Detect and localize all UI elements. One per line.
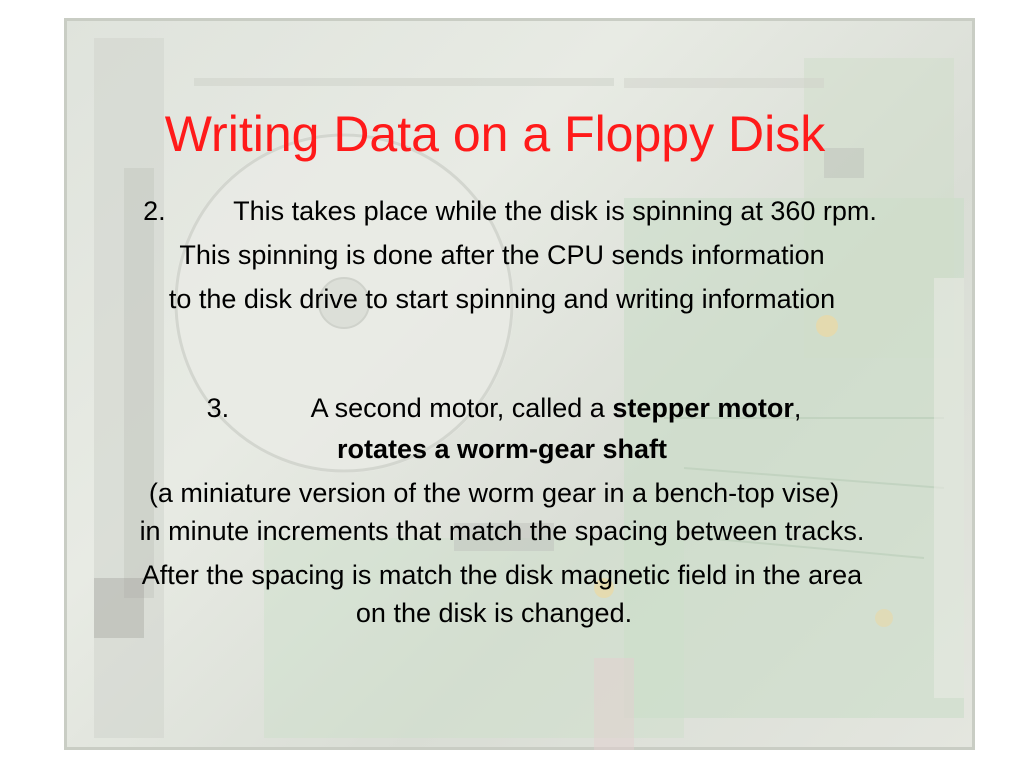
item-2-line-3: to the disk drive to start spinning and … [168, 284, 836, 314]
item-3-line-3: (a miniature version of the worm gear in… [148, 478, 840, 508]
item-2-line-2: This spinning is done after the CPU send… [179, 240, 825, 270]
floppy-drive-background-photo [64, 18, 975, 750]
item-3-line-2: rotates a worm-gear shaft [0, 430, 1014, 468]
item-3-lead-prefix: A second motor, called a [310, 393, 613, 423]
item-3-line-4: in minute increments that match the spac… [139, 516, 865, 546]
item-3-line-5: After the spacing is match the disk magn… [141, 560, 863, 590]
item-2-lead: This takes place while the disk is spinn… [233, 196, 877, 226]
item-3-lead-line: 3. A second motor, called a stepper motor… [0, 389, 1016, 427]
item-3-number: 3. [206, 393, 230, 423]
slide-title: Writing Data on a Floppy Disk [164, 106, 826, 162]
item-3-lead-suffix: , [793, 393, 802, 423]
item-3-lead-bold: stepper motor [612, 393, 794, 423]
item-3-line-6: on the disk is changed. [355, 598, 633, 628]
item-2-lead-line: 2. This takes place while the disk is spi… [0, 192, 1022, 230]
item-3-line-2-bold: rotates a worm-gear shaft [336, 434, 668, 464]
item-2-number: 2. [143, 196, 166, 226]
